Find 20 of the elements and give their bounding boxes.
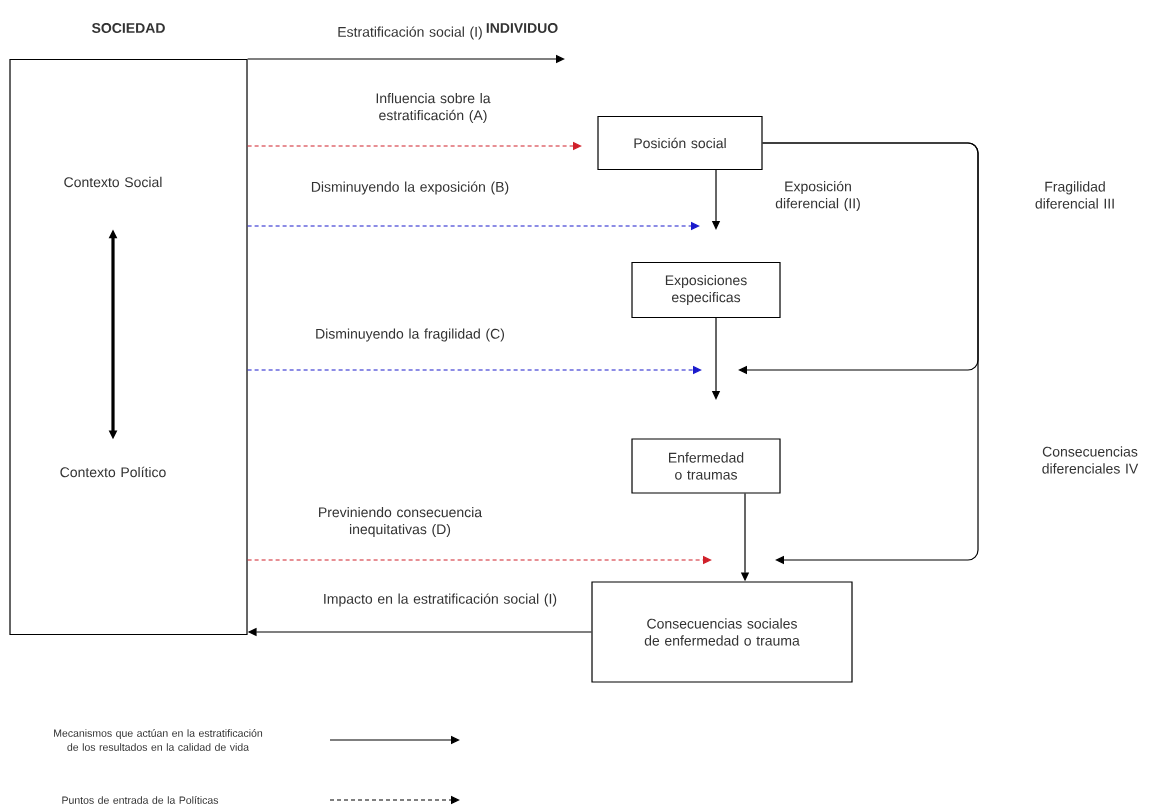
edge-label: Exposición diferencial (II) (775, 180, 860, 212)
edge-label: Disminuyendo la fragilidad (C) (316, 328, 504, 342)
legend-text: Puntos de entrada de la Políticas (62, 796, 219, 804)
legend-text: Mecanismos que actúan en la estratificación de los resultados en la calidad de vida (54, 729, 263, 751)
node-label: SOCIEDAD (91, 23, 165, 33)
process-box: Consecuencias sociales de enfermedad o trauma (591, 581, 853, 683)
edge-label: Disminuyendo la exposición (B) (311, 181, 509, 195)
edge-label: Consecuencias diferenciales IV (1042, 446, 1139, 474)
context-text: Contexto Social (64, 176, 162, 188)
process-box: Exposiciones especificas (631, 261, 781, 319)
edge-label: Influencia sobre la estratificación (A) (376, 92, 491, 123)
context-text: Contexto Político (60, 466, 166, 478)
edge-label: Previniendo consecuencia inequitativas (D) (319, 506, 483, 537)
edge-label: Estratificación social (I) (338, 26, 482, 40)
process-box: Enfermedad o traumas (631, 438, 781, 494)
column-heading: INDIVIDUO (486, 23, 558, 33)
process-box: Posición social (597, 115, 763, 171)
edge-label: Impacto en la estratificación social (I) (324, 593, 557, 607)
arrow (762, 142, 979, 565)
edge-label: Fragilidad diferencial III (1035, 181, 1114, 209)
